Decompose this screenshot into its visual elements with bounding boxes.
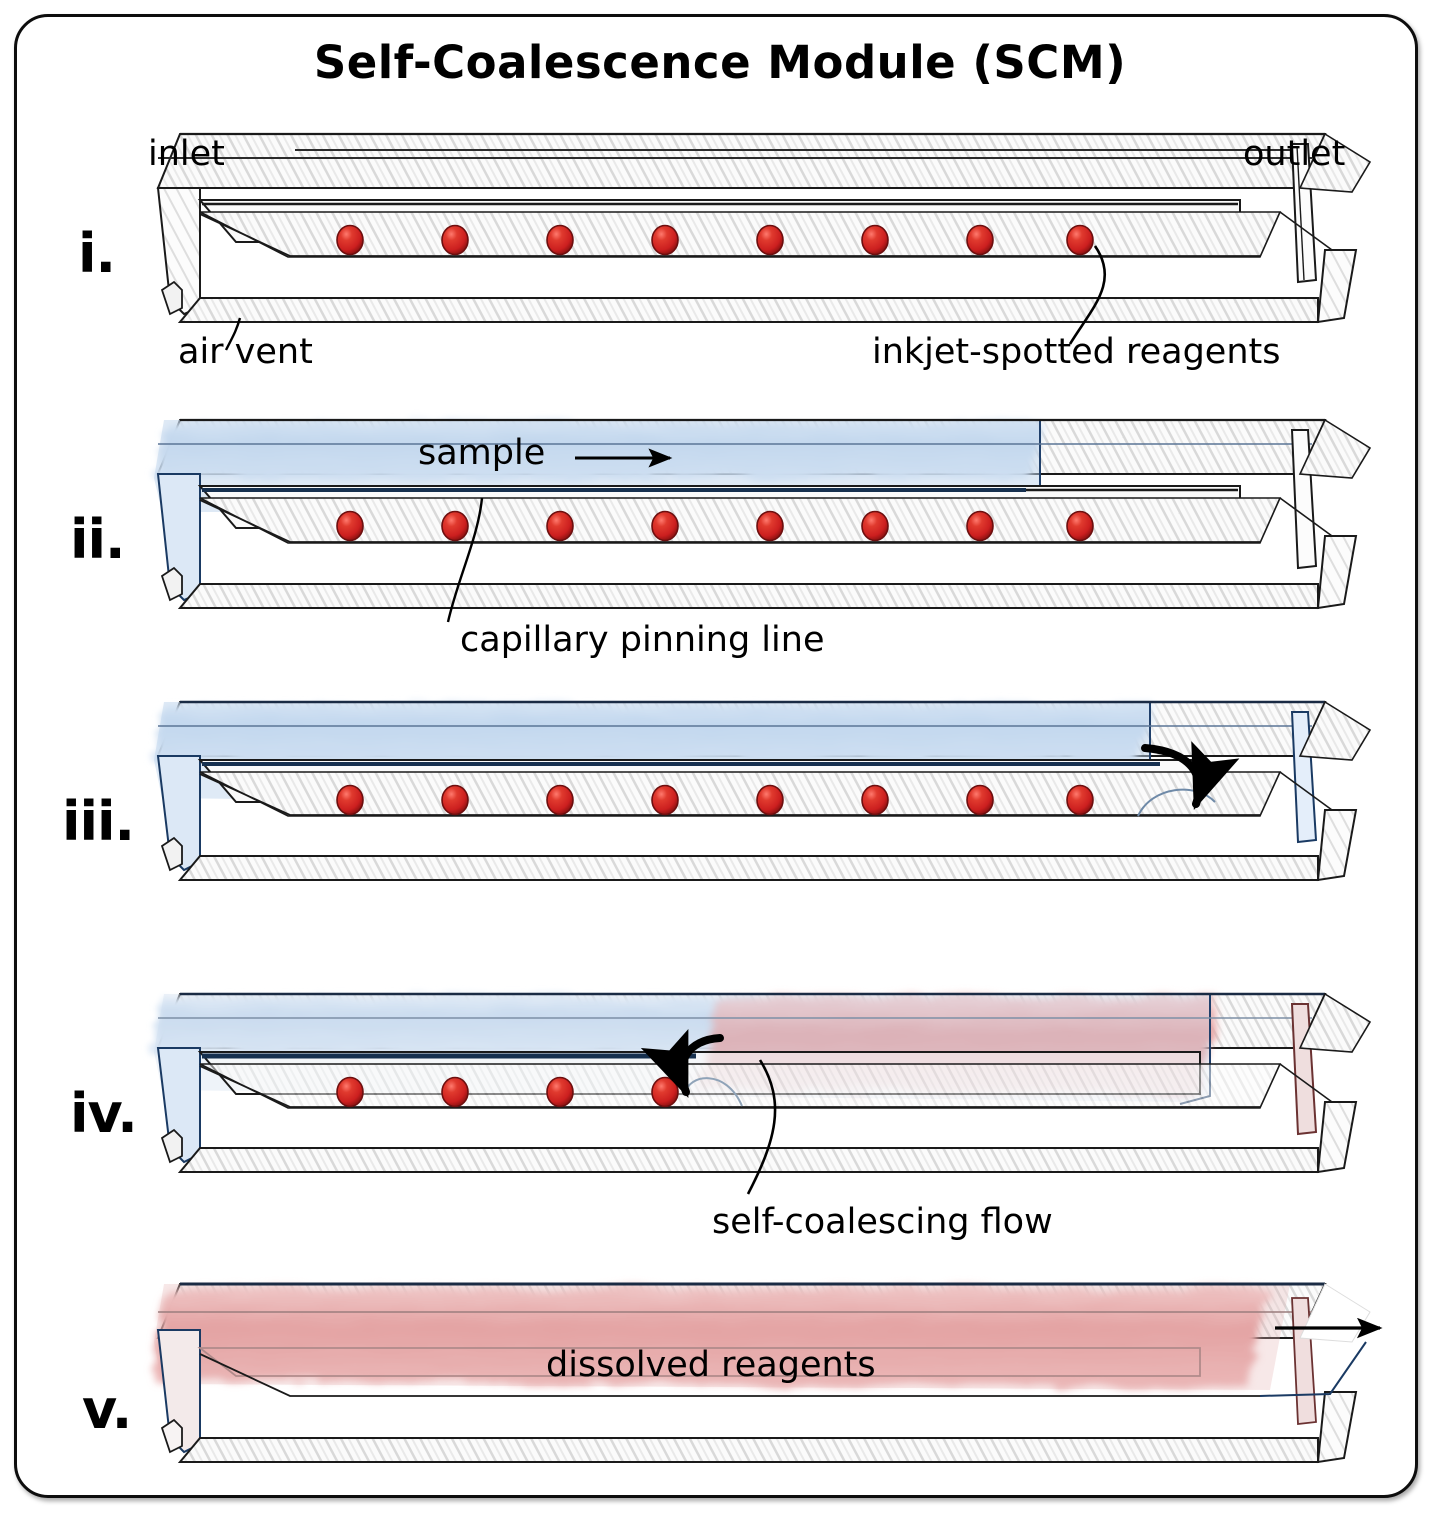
- air-vent-port: [160, 566, 183, 602]
- reagent-spot: [651, 510, 679, 542]
- reagent-spot: [336, 510, 364, 542]
- panel-numeral-ii: ii.: [70, 508, 126, 571]
- device-bottom-deck: [177, 297, 1319, 323]
- capillary-pinning-line-leader: [446, 497, 484, 623]
- reagent-spot: [546, 510, 574, 542]
- reagent-spot: [756, 510, 784, 542]
- outlet-wall: [1316, 249, 1358, 324]
- reagent-spot: [546, 784, 574, 816]
- chamber-chamfer: [199, 499, 1260, 543]
- reagent-spot: [336, 224, 364, 256]
- reagent-spot: [966, 510, 994, 542]
- outlet-post-edge: [1296, 145, 1305, 281]
- device-top-deck: [156, 133, 1327, 189]
- outlet-wall: [1316, 809, 1358, 882]
- air-vent-port: [160, 1128, 183, 1164]
- reagent-spot: [756, 224, 784, 256]
- reagent-spot: [336, 784, 364, 816]
- air-vent-port: [160, 1418, 183, 1454]
- reagent-spot: [441, 224, 469, 256]
- label-inkjet-spotted-reagents: inkjet-spotted reagents: [872, 332, 1281, 372]
- reagent-spot: [861, 784, 889, 816]
- device-bottom-deck: [177, 1437, 1319, 1463]
- reagent-spot: [966, 224, 994, 256]
- label-dissolved-reagents: dissolved reagents: [546, 1345, 876, 1385]
- chamber-chamfer: [199, 1353, 1260, 1397]
- reagent-spot: [1066, 224, 1094, 256]
- outlet-chamfer: [1279, 211, 1333, 251]
- sample-fill-upper: [148, 996, 760, 1054]
- outlet-ramp: [1298, 992, 1372, 1053]
- outlet-wall: [1316, 1101, 1358, 1174]
- panel-numeral-iii: iii.: [62, 790, 135, 853]
- label-capillary-pinning-line: capillary pinning line: [460, 620, 825, 660]
- reagent-spot-group-i: [336, 224, 1094, 256]
- reagent-spot: [861, 224, 889, 256]
- reagent-spot: [966, 784, 994, 816]
- panel-v-drawing: [152, 1282, 1383, 1464]
- panel-v: [140, 1272, 1383, 1492]
- reagent-spot-group-iv: [336, 1076, 679, 1108]
- outlet-wall: [1316, 1391, 1358, 1464]
- reagent-spot: [546, 1076, 574, 1108]
- device-bottom-deck: [177, 583, 1319, 609]
- chamber-chamfer: [199, 213, 1260, 257]
- reagent-spot: [1066, 510, 1094, 542]
- label-outlet: outlet: [1243, 134, 1346, 174]
- panel-ii-drawing: [152, 418, 1372, 623]
- air-vent-port: [160, 280, 183, 316]
- reagent-spot: [441, 1076, 469, 1108]
- pinning-line-rail: [197, 1347, 1201, 1377]
- reagent-spot: [336, 1076, 364, 1108]
- panel-i: [140, 122, 1372, 372]
- dissolved-fill-upper: [152, 1288, 1270, 1388]
- reagent-spot-group-iii: [336, 784, 1094, 816]
- panel-i-drawing: [156, 132, 1372, 351]
- turn-flow-arrow: [1141, 741, 1240, 811]
- reagent-spot: [1066, 784, 1094, 816]
- panel-numeral-iv: iv.: [70, 1082, 138, 1145]
- reagents-leader: [1068, 245, 1107, 345]
- label-sample: sample: [418, 433, 546, 473]
- label-air-vent: air vent: [178, 332, 313, 372]
- dissolved-body: [154, 1284, 1290, 1390]
- reagent-spot-group-ii: [336, 510, 1094, 542]
- panel-iv: [140, 982, 1372, 1212]
- chamber-chamfer: [199, 1065, 1260, 1108]
- reagent-spot: [546, 224, 574, 256]
- outlet-ramp: [1298, 700, 1372, 761]
- outlet-chamfer: [1279, 497, 1333, 537]
- outlet-ramp: [1298, 132, 1372, 193]
- panel-iii: [140, 690, 1372, 920]
- panel-iii-drawing: [150, 700, 1372, 882]
- device-bottom-deck: [177, 1147, 1319, 1173]
- reagent-spot: [441, 784, 469, 816]
- chamber-chamfer: [199, 773, 1260, 816]
- reagent-spot: [756, 784, 784, 816]
- air-vent-port: [160, 836, 183, 872]
- figure-title: Self-Coalescence Module (SCM): [313, 36, 1127, 89]
- outlet-chamfer: [1279, 1063, 1333, 1103]
- reagent-spot: [861, 510, 889, 542]
- sample-fill-upper: [150, 704, 1156, 762]
- reagent-spot: [651, 784, 679, 816]
- reagent-spot: [651, 1076, 679, 1108]
- label-self-coalescing-flow: self-coalescing flow: [712, 1202, 1053, 1242]
- reagent-spot: [441, 510, 469, 542]
- label-inlet: inlet: [148, 134, 225, 174]
- outlet-chamfer: [1259, 1341, 1367, 1397]
- reagent-spot: [651, 224, 679, 256]
- outlet-wall: [1316, 535, 1358, 610]
- panel-ii: [140, 408, 1372, 658]
- panel-numeral-v: v.: [82, 1378, 132, 1441]
- outlet-chamfer: [1279, 771, 1333, 811]
- device-bottom-deck: [177, 855, 1319, 881]
- self-coalescing-flow-leader: [746, 1059, 777, 1195]
- panel-iv-drawing: [148, 992, 1372, 1195]
- self-coalescing-arrow: [640, 1029, 724, 1098]
- outlet-ramp: [1298, 418, 1372, 479]
- panel-numeral-i: i.: [78, 222, 116, 285]
- air-vent-leader: [224, 317, 242, 351]
